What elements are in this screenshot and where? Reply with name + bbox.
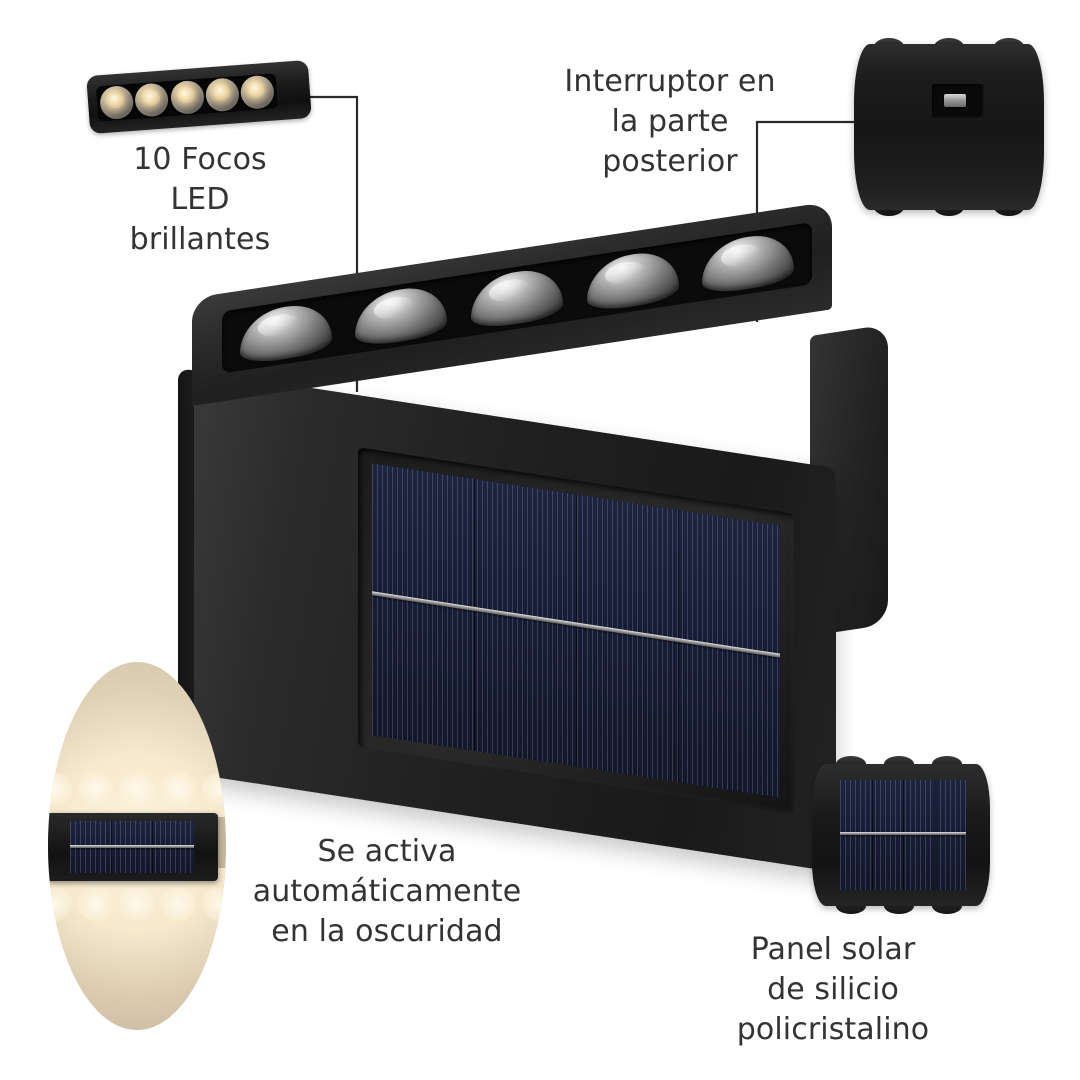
mounted-lamp xyxy=(48,812,218,881)
callout-label-leds: 10 Focos LED brillantes xyxy=(129,142,271,257)
led-lens xyxy=(169,79,205,116)
scallop-pattern-up xyxy=(48,772,226,812)
glowing-lamp-oval-icon xyxy=(48,662,226,1030)
led-lens xyxy=(239,74,275,110)
cell-divider xyxy=(871,780,873,890)
solar-panel-main xyxy=(372,463,780,798)
rear-switch-icon xyxy=(846,38,1052,216)
cell-divider xyxy=(903,780,904,890)
callout-label-solar-panel: Panel solar de silicio policristalino xyxy=(736,932,930,1047)
solar-busbar xyxy=(840,831,966,835)
led-dome xyxy=(702,229,795,296)
led-dome xyxy=(470,264,563,331)
led-lens xyxy=(99,84,135,121)
cell-divider xyxy=(576,494,577,767)
solar-panel-front-icon xyxy=(806,756,996,914)
led-dome xyxy=(355,282,448,349)
callout-label-auto-dark: Se activa automáticamente en la oscurida… xyxy=(252,834,522,949)
cell-divider xyxy=(678,510,679,783)
cell-divider xyxy=(934,780,936,890)
rear-housing xyxy=(854,44,1044,210)
solar-panel-small xyxy=(70,820,194,873)
led-dome xyxy=(239,299,332,366)
switch-recess xyxy=(932,84,984,118)
led-lens xyxy=(134,82,170,118)
solar-panel-thumb xyxy=(840,780,966,890)
scallop-pattern-down xyxy=(48,886,226,927)
product-main-view xyxy=(178,201,918,873)
solar-panel-bezel xyxy=(358,447,794,814)
cell-divider xyxy=(474,478,475,751)
led-dome xyxy=(586,247,679,314)
front-housing xyxy=(812,764,990,906)
callout-label-switch: Interruptor en la parte posterior xyxy=(564,64,776,179)
led-lens xyxy=(204,77,240,113)
power-switch-toggle[interactable] xyxy=(944,94,966,107)
solar-busbar xyxy=(70,844,194,848)
